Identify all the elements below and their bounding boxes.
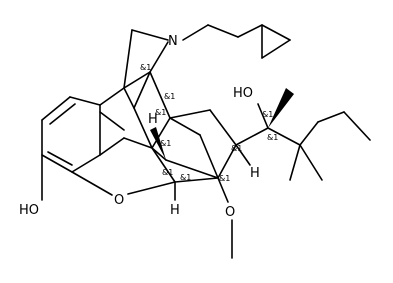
atom-hydrogen-right: H bbox=[250, 166, 260, 181]
stereo-label: &1 bbox=[140, 63, 151, 72]
stereo-label: &1 bbox=[160, 139, 171, 148]
atom-labels: N HO HO O O H H H bbox=[19, 34, 260, 220]
atom-hydrogen-lower: H bbox=[170, 203, 180, 218]
stereo-label: &1 bbox=[219, 174, 230, 183]
stereo-label: &1 bbox=[155, 108, 166, 117]
stereo-label: &1 bbox=[162, 168, 173, 177]
atom-hydroxyl-left: HO bbox=[19, 203, 39, 218]
stereo-label: &1 bbox=[164, 92, 175, 101]
atom-hydrogen-upper: H bbox=[148, 112, 158, 127]
stereo-label: &1 bbox=[231, 144, 242, 153]
bonds bbox=[41, 24, 371, 259]
stereo-label: &1 bbox=[180, 173, 191, 182]
wedge-bonds bbox=[150, 88, 294, 160]
atom-methoxy-oxygen: O bbox=[225, 205, 235, 220]
stereo-labels: &1 &1 &1 &1 &1 &1 &1 &1 &1 &1 bbox=[140, 63, 278, 183]
stereo-label: &1 bbox=[267, 133, 278, 142]
atom-hydroxyl-top: HO bbox=[233, 86, 253, 101]
atom-nitrogen: N bbox=[168, 34, 178, 49]
stereo-label: &1 bbox=[262, 110, 273, 119]
atom-ring-oxygen: O bbox=[114, 193, 124, 208]
